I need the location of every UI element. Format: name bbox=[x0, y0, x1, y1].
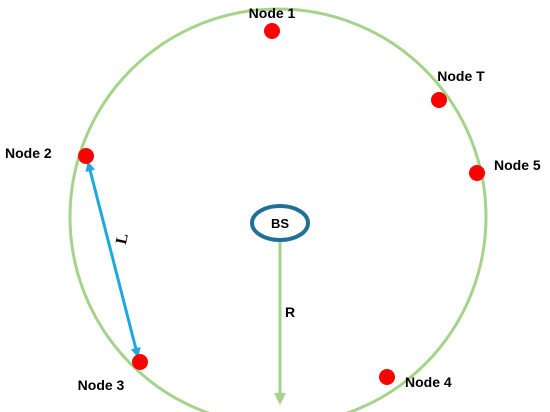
node-4-label: Node 4 bbox=[405, 374, 452, 390]
node-t-marker bbox=[431, 92, 447, 108]
node-ring bbox=[68, 7, 488, 412]
node-1-marker bbox=[264, 23, 280, 39]
node-2-marker bbox=[78, 148, 94, 164]
node-4-marker bbox=[379, 369, 395, 385]
node-3-label: Node 3 bbox=[78, 377, 125, 393]
base-station bbox=[250, 204, 310, 242]
node-5-label: Node 5 bbox=[494, 157, 541, 173]
node-1-label: Node 1 bbox=[249, 5, 296, 21]
node-2-label: Node 2 bbox=[5, 145, 52, 161]
link-arrow bbox=[85, 161, 141, 358]
node-t-label: Node T bbox=[437, 68, 485, 84]
base-station-label: BS bbox=[271, 216, 289, 231]
radius-label: R bbox=[285, 304, 295, 320]
link-label: L bbox=[113, 232, 132, 246]
node-3-marker bbox=[132, 354, 148, 370]
node-5-marker bbox=[469, 165, 485, 181]
